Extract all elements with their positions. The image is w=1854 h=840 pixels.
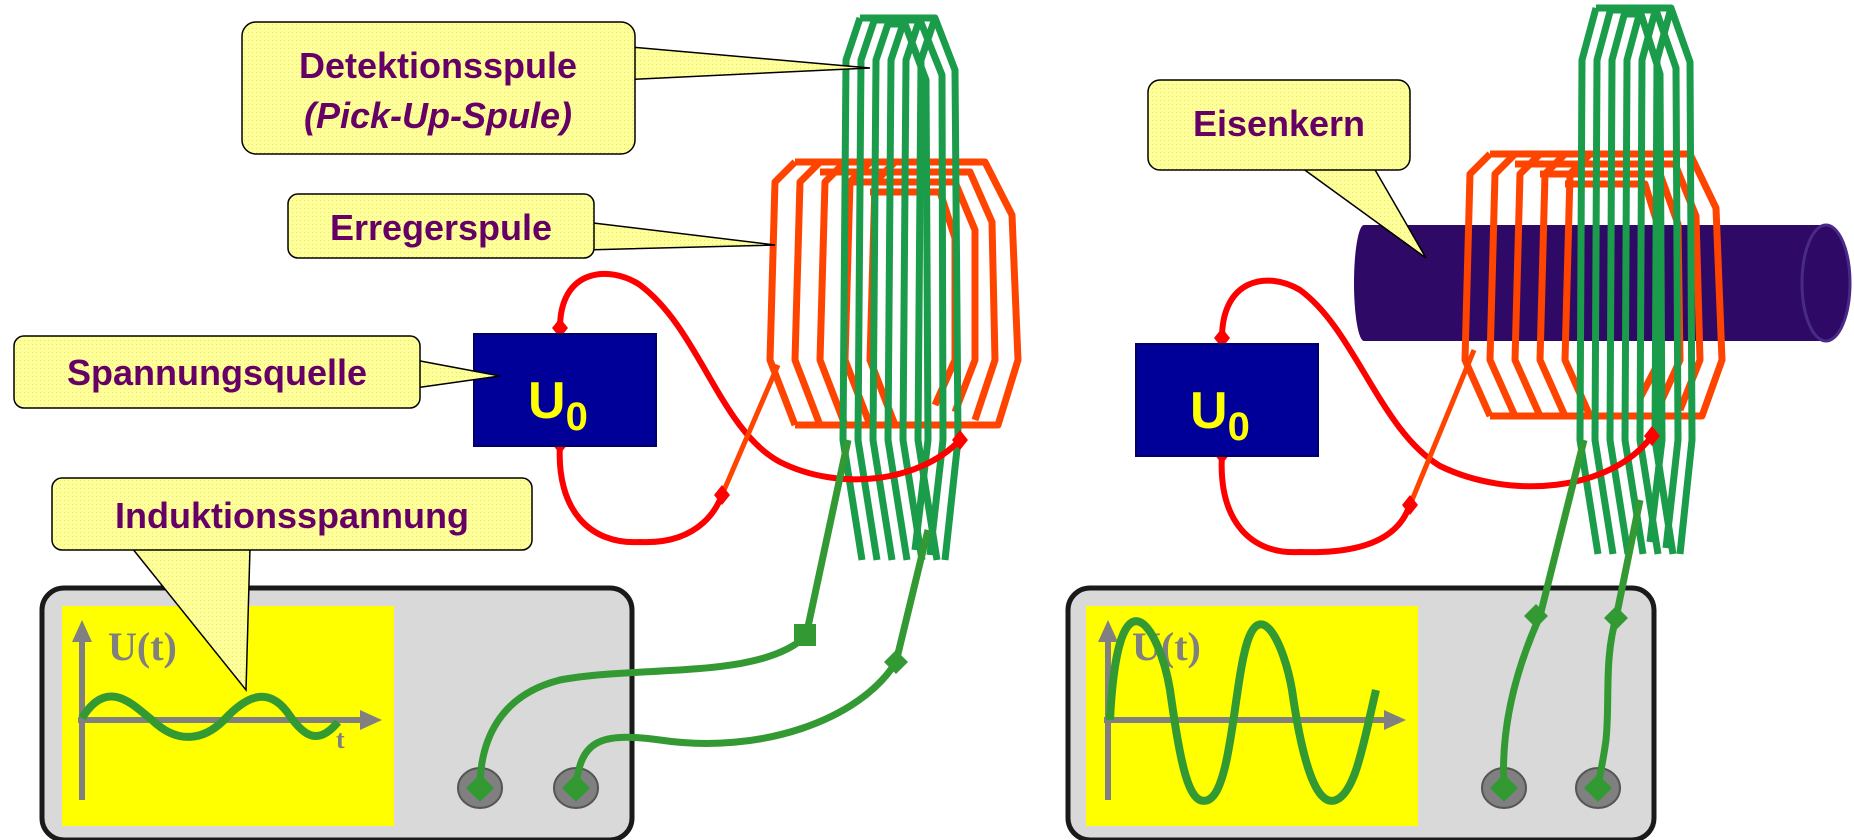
left-green-wire-1 bbox=[476, 439, 852, 789]
left-y-axis-label: U(t) bbox=[108, 624, 177, 669]
right-source-subscript: 0 bbox=[1228, 405, 1250, 449]
right-source-symbol: U bbox=[1190, 382, 1228, 440]
left-jack-plug-1 bbox=[466, 774, 494, 802]
left-green-connector-1 bbox=[794, 624, 816, 646]
left-pickup-coil bbox=[839, 14, 962, 561]
left-red-wire-upper bbox=[557, 271, 963, 483]
right-voltage-source: U0 bbox=[1135, 343, 1319, 457]
left-excitation-coil bbox=[766, 158, 1022, 429]
right-red-connector-4 bbox=[1644, 426, 1660, 446]
voltage-source-label: Spannungsquelle bbox=[67, 352, 367, 393]
left-red-wire-lower bbox=[556, 443, 725, 546]
excitation-coil-label: Erregerspule bbox=[330, 207, 552, 248]
left-x-axis-arrow bbox=[360, 710, 382, 730]
left-setup: U(t) t bbox=[13, 14, 1022, 840]
right-pickup-coil bbox=[1576, 4, 1696, 555]
right-green-connector-2 bbox=[1604, 606, 1628, 630]
iron-core-label: Eisenkern bbox=[1193, 103, 1365, 144]
left-x-axis-label: t bbox=[336, 725, 345, 754]
right-scope-screen bbox=[1086, 606, 1418, 826]
left-coil-lead bbox=[719, 364, 781, 496]
right-source-label: U0 bbox=[1190, 382, 1250, 449]
right-setup: U(t) bbox=[1065, 4, 1852, 840]
left-red-connector-3 bbox=[714, 485, 730, 505]
left-source-symbol: U bbox=[528, 372, 566, 430]
left-source-subscript: 0 bbox=[566, 395, 588, 439]
right-signal-wave bbox=[1106, 617, 1380, 805]
callout-pickup-coil: Detektionsspule (Pick-Up-Spule) bbox=[241, 21, 871, 155]
callout-voltage-source: Spannungsquelle bbox=[13, 335, 501, 409]
callout-iron-core: Eisenkern bbox=[1147, 79, 1427, 259]
right-iron-core bbox=[1354, 223, 1852, 343]
right-x-axis-arrow bbox=[1384, 710, 1406, 730]
left-jack-plug-2 bbox=[562, 774, 590, 802]
callout-excitation-coil: Erregerspule bbox=[287, 193, 776, 259]
left-y-axis-arrow bbox=[72, 620, 92, 642]
left-green-wire-2 bbox=[572, 529, 932, 789]
right-coil-lead bbox=[1407, 349, 1477, 506]
right-red-connector-3 bbox=[1402, 495, 1418, 515]
right-red-wire-upper bbox=[1219, 277, 1655, 490]
right-jack-plug-1 bbox=[1490, 774, 1518, 802]
right-jack-plug-2 bbox=[1584, 774, 1612, 802]
right-green-connector-1 bbox=[1524, 604, 1548, 628]
pickup-coil-sublabel: (Pick-Up-Spule) bbox=[304, 95, 572, 136]
left-voltage-source: U0 bbox=[473, 333, 657, 447]
right-red-wire-lower bbox=[1218, 453, 1413, 556]
induced-voltage-label: Induktionsspannung bbox=[115, 495, 469, 536]
right-y-axis-arrow bbox=[1098, 620, 1118, 642]
left-green-connector-2 bbox=[884, 650, 908, 674]
left-red-connector-4 bbox=[952, 430, 968, 450]
left-source-label: U0 bbox=[528, 372, 588, 439]
callout-induced-voltage: Induktionsspannung bbox=[51, 477, 533, 693]
pickup-coil-label: Detektionsspule bbox=[299, 45, 577, 86]
left-oscilloscope: U(t) t bbox=[39, 585, 635, 840]
right-oscilloscope: U(t) bbox=[1065, 585, 1657, 840]
left-signal-wave bbox=[78, 692, 342, 741]
